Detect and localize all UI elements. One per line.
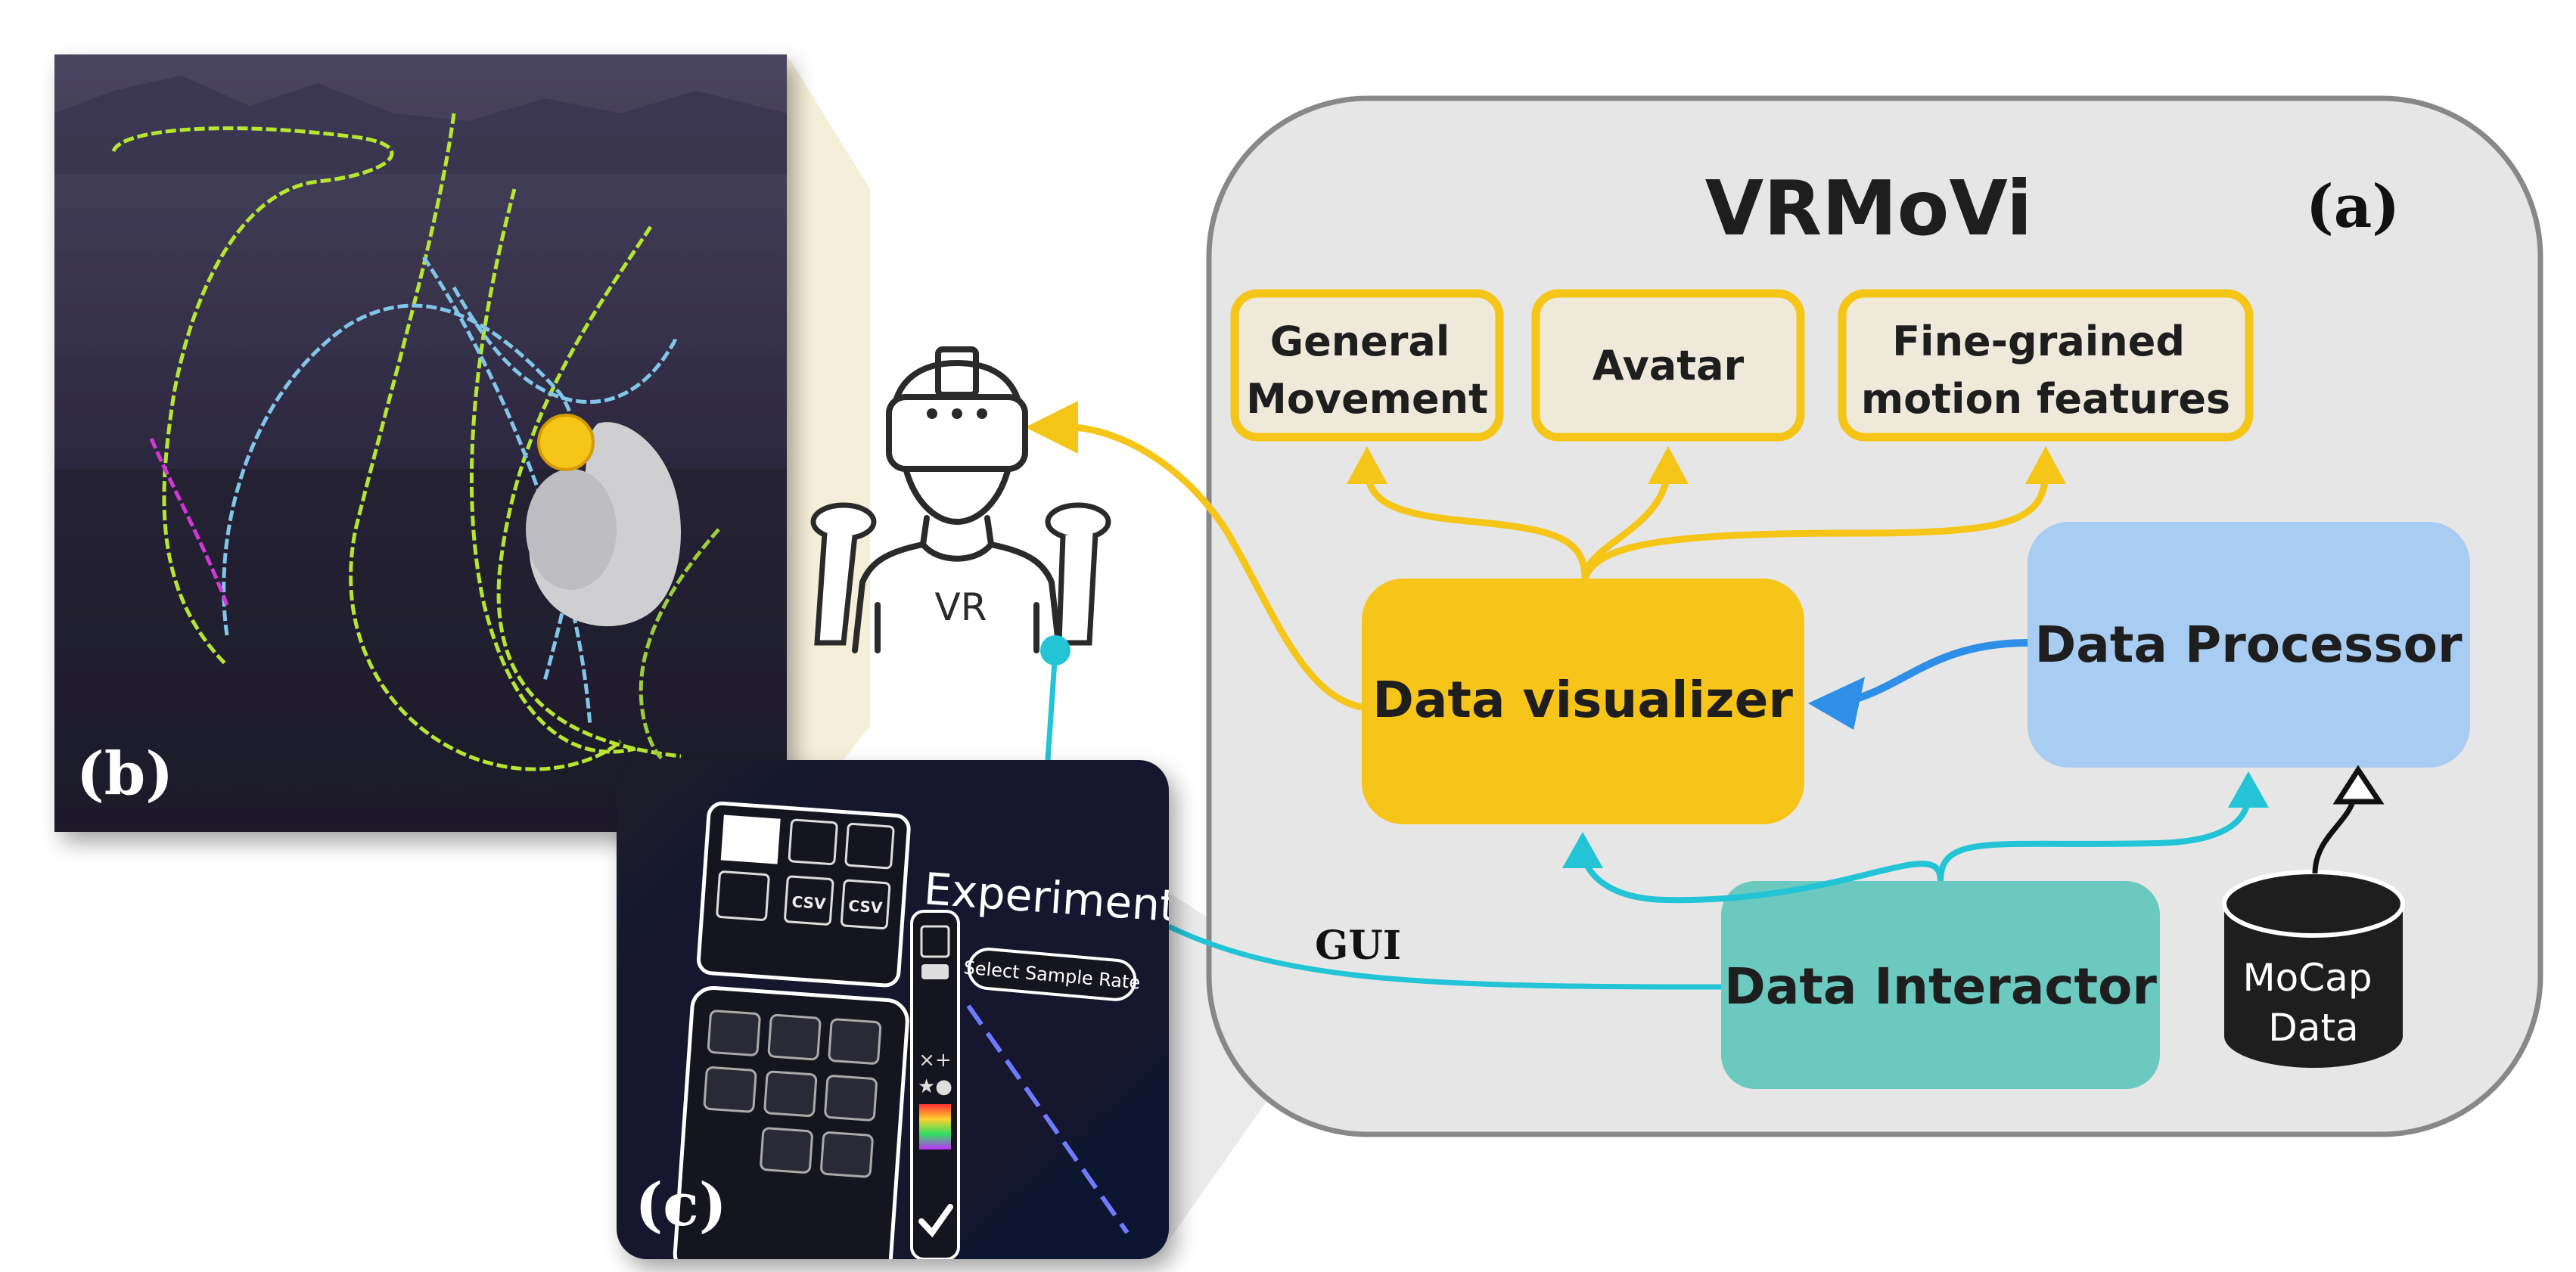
laser-pointer [966,1004,1130,1234]
eraser-icon[interactable] [707,1010,761,1056]
data-visualizer-box [1362,579,1804,824]
csv-icon: CSV [784,875,834,926]
bucket-icon[interactable] [828,1018,882,1065]
avatar-tool-icon[interactable] [820,1131,874,1178]
processor-to-visualizer-arrow [1852,639,2028,703]
fine-grained-label: Fine-grained motion features [1861,318,2230,423]
zoom-wedge-b [787,54,870,832]
vr-user-icon [852,346,1062,653]
trajectory-blue-2 [452,286,677,404]
select-sample-rate-button[interactable]: Select Sample Rate [962,947,1142,1001]
panel-label-a: (a) [2306,172,2400,241]
checkmark-icon[interactable] [918,1204,953,1238]
database-icon [2222,870,2405,1068]
avatar-label: Avatar [1593,342,1745,389]
arrowhead-to-visualizer [1562,832,1603,868]
mocap-data-label: MoCap Data [2243,956,2385,1050]
trajectory-green-3 [469,188,636,754]
data-interactor-label: Data Interactor [1724,957,2157,1016]
panel-label-b: (b) [76,740,173,808]
color-palette[interactable] [919,1104,951,1149]
tools-panel [673,985,909,1259]
cursor-icon[interactable] [824,1075,878,1122]
gui-label: GUI [1315,923,1401,969]
camera-icon[interactable] [703,1066,757,1113]
pencil-icon[interactable] [767,1013,822,1061]
fine-grained-box [1838,289,2254,442]
svg-text:CSV: CSV [791,892,827,913]
arrowhead-general [1347,446,1387,484]
vr-label: VR [935,585,987,629]
interactor-branch-arrows [1580,793,2251,904]
data-processor-box [2028,522,2470,768]
vr-controller-icon [810,502,1111,646]
measure-icon[interactable] [760,1127,813,1174]
top-menu-card: CSV CSV [697,801,911,988]
svg-text:★●: ★● [918,1075,952,1098]
trajectory-magenta [149,438,229,606]
trajectory-green-4 [496,225,682,759]
vertical-toolbar: ×+ ★● [910,910,960,1259]
arrowhead-to-processor [2228,771,2269,808]
controller-connector-dot [1040,635,1070,665]
selection-ball [537,414,595,471]
vr-arrowhead [1025,401,1078,454]
data-visualizer-label: Data visualizer [1372,671,1793,729]
svg-text:CSV: CSV [848,896,884,917]
controller-to-menu-line [1045,650,1058,761]
mountain-silhouette [54,76,787,174]
general-movement-label: General Movement [1246,318,1488,423]
mocap-to-processor-arrow [2312,800,2356,874]
data-interactor-box [1721,881,2160,1089]
panel-label-c: (c) [635,1171,726,1239]
mocap-arrowhead [2332,765,2385,805]
vr-headset-icon [886,394,1028,472]
trajectory-green-2 [349,113,622,771]
hand-icon [526,422,681,627]
visualizer-branch-arrows [1363,468,2049,580]
footprints-icon[interactable] [763,1070,818,1118]
arrowhead-fine [2025,446,2066,484]
visualizer-to-vr-arrow [1074,423,1363,711]
general-movement-box [1230,289,1504,442]
gui-connection-line [1167,923,1722,990]
trajectory-green-1 [111,126,394,667]
data-processor-label: Data Processor [2035,616,2463,674]
vrmovi-title: VRMoVi [1705,164,2033,253]
processor-arrowhead [1808,677,1865,730]
avatar-box [1531,289,1805,442]
trajectory-blue-3 [421,256,592,727]
svg-text:×+: ×+ [918,1049,952,1072]
csv-export-icon: CSV [840,879,891,930]
arrowhead-avatar [1648,446,1689,484]
